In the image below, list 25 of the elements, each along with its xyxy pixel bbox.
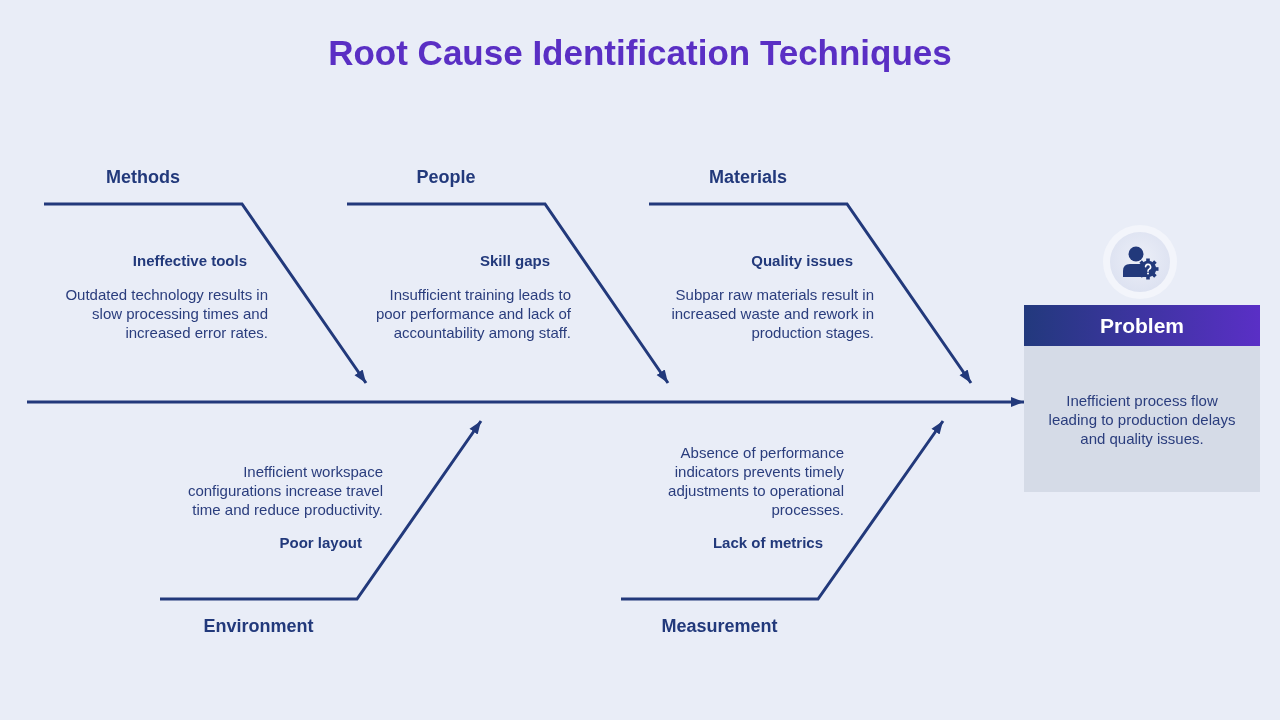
cause-description: Outdated technology results in slow processing times and increased error rates. — [64, 285, 268, 342]
cause-heading: Lack of metrics — [712, 534, 823, 552]
category-label: People — [347, 165, 545, 204]
category-label: Measurement — [621, 599, 818, 638]
cause-heading: Poor layout — [279, 534, 362, 552]
cause-description: Inefficient workspace configurations increase travel time and reduce productivity. — [186, 462, 383, 519]
cause-heading: Ineffective tools — [132, 252, 247, 270]
category-label: Materials — [649, 165, 847, 204]
problem-card — [1024, 305, 1260, 492]
cause-description: Subpar raw materials result in increased waste and rework in production stages. — [670, 285, 874, 342]
arrow — [160, 420, 483, 601]
arrow — [44, 202, 368, 384]
cause-heading: Quality issues — [751, 252, 853, 270]
category-label: Environment — [160, 599, 357, 638]
card-text: Inefficient process flow leading to production delays and quality issues. — [1047, 390, 1237, 448]
arrow — [27, 397, 1024, 407]
cause-description: Absence of performance indicators prevents timely adjustments to operational processes. — [667, 443, 844, 519]
arrow — [347, 202, 670, 384]
category-label: Methods — [44, 165, 242, 204]
card-header: Problem — [1024, 305, 1260, 346]
title: Root Cause Identification Techniques — [328, 32, 952, 74]
arrow — [621, 420, 945, 601]
cause-description: Insufficient training leads to poor performance and lack of accountability among staff. — [374, 285, 571, 342]
arrow — [649, 202, 973, 384]
cause-heading: Skill gaps — [479, 252, 550, 270]
